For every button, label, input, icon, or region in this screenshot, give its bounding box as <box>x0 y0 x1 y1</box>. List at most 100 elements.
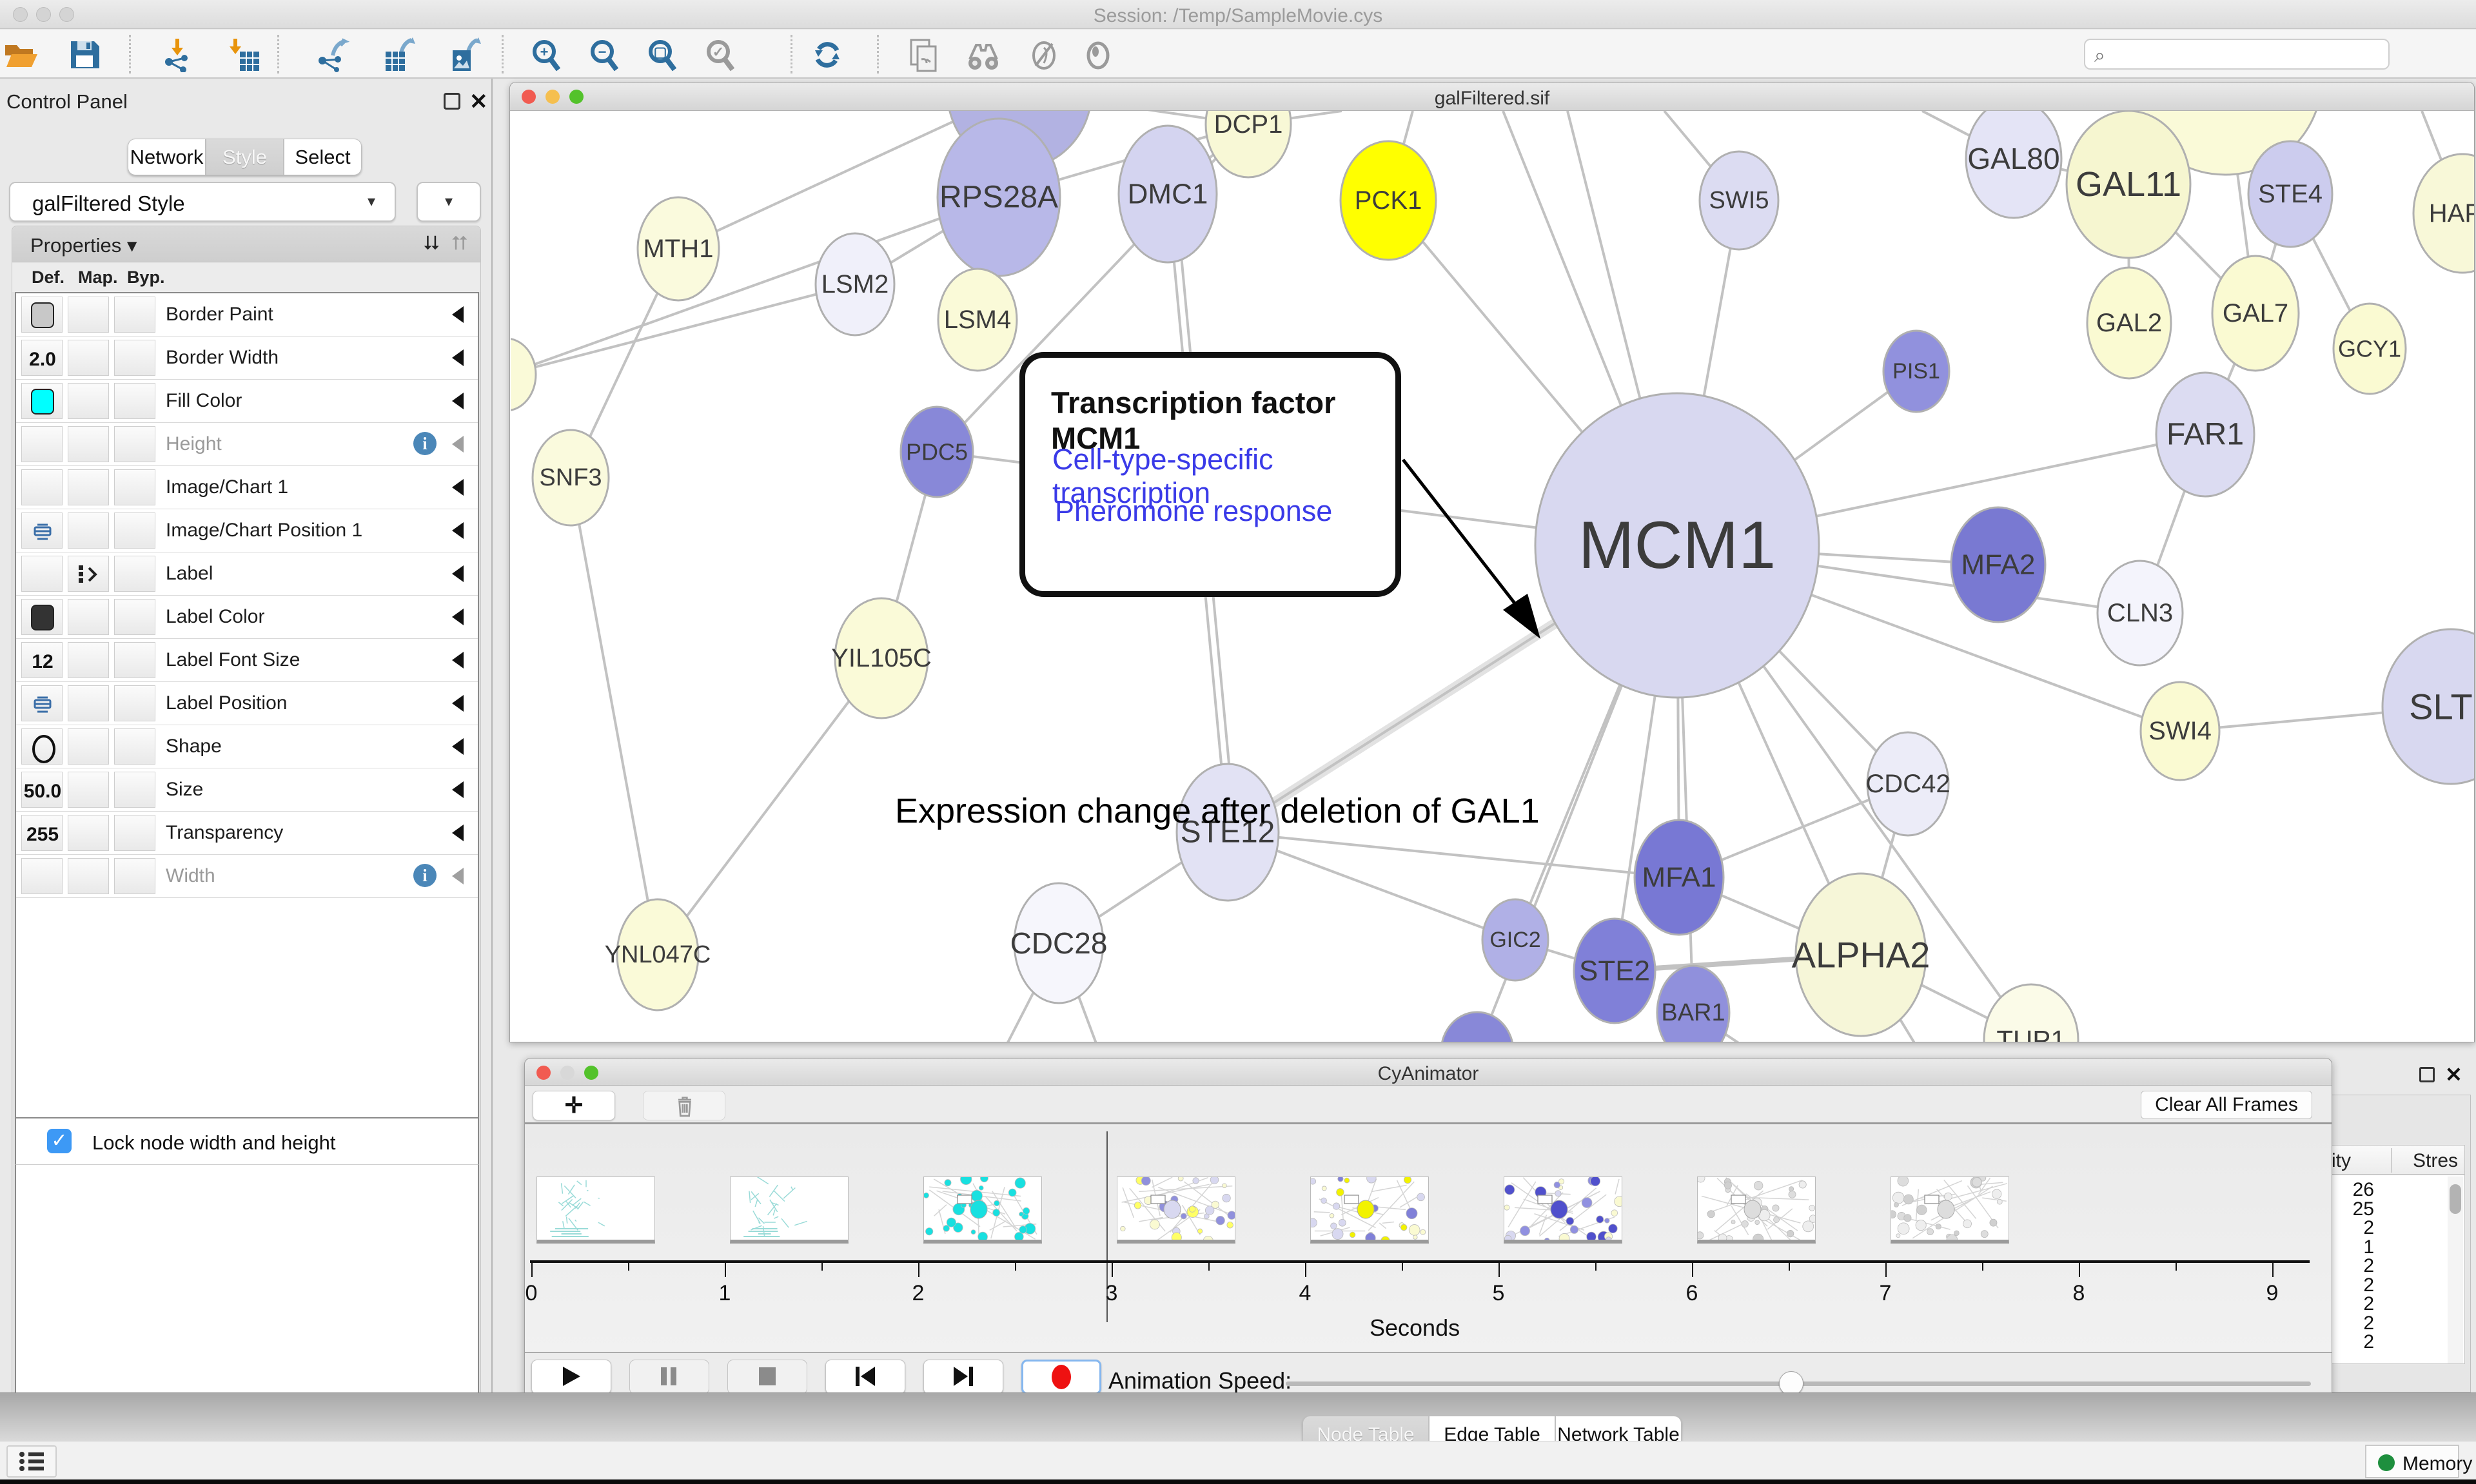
node-mcm1[interactable] <box>1534 392 1820 699</box>
node-lefty[interactable] <box>511 338 537 411</box>
binoculars-icon[interactable] <box>966 37 1001 72</box>
node-mfa2[interactable] <box>1950 506 2047 623</box>
skip-to-end-button[interactable] <box>923 1360 1003 1394</box>
node-yil105c[interactable] <box>834 597 929 719</box>
open-folder-icon[interactable] <box>4 37 39 72</box>
status-list-icon[interactable] <box>6 1445 57 1478</box>
node-gcy1[interactable] <box>2332 302 2407 395</box>
pause-button[interactable] <box>629 1360 709 1394</box>
stop-button[interactable] <box>727 1360 807 1394</box>
tab-style[interactable]: Style <box>206 139 284 175</box>
delete-frame-button[interactable] <box>643 1091 725 1120</box>
timeline-playhead[interactable] <box>1106 1131 1108 1322</box>
import-network-icon[interactable] <box>160 37 195 73</box>
collapse-all-icon[interactable]: ⮅ <box>452 233 467 254</box>
zoom-fit-icon[interactable]: ▢ <box>645 37 680 72</box>
frame-0s-thumbnail[interactable] <box>536 1176 655 1244</box>
float-window-icon[interactable] <box>444 93 460 110</box>
property-row-border-paint[interactable]: Border Paint <box>16 293 478 337</box>
table-scrollbar[interactable] <box>2448 1176 2463 1363</box>
property-row-label[interactable]: Label <box>16 552 478 596</box>
style-dropdown[interactable]: galFiltered Style ▾ <box>9 182 396 222</box>
node-gal7[interactable] <box>2211 255 2300 372</box>
node-tup1[interactable] <box>1983 983 2079 1042</box>
node-pis1[interactable] <box>1882 329 1950 413</box>
zoom-in-icon[interactable]: + <box>529 37 564 72</box>
node-ste4[interactable] <box>2247 140 2334 248</box>
node-pck1[interactable] <box>1339 140 1437 261</box>
tab-select[interactable]: Select <box>284 139 362 175</box>
property-row-shape[interactable]: Shape <box>16 725 478 768</box>
node-swi4[interactable] <box>2139 681 2221 781</box>
node-swi5[interactable] <box>1698 150 1780 251</box>
play-button[interactable] <box>531 1360 611 1394</box>
frame-1s-thumbnail[interactable] <box>730 1175 849 1244</box>
import-table-icon[interactable] <box>226 37 260 72</box>
close-traffic-light[interactable] <box>522 90 536 104</box>
zoom-selected-icon[interactable]: ✓ <box>703 37 738 72</box>
frame-5s-thumbnail[interactable] <box>1504 1175 1625 1244</box>
frame-4s-thumbnail[interactable] <box>1308 1173 1429 1245</box>
window-minimize-button[interactable] <box>36 7 51 22</box>
style-options-button[interactable]: ▾ <box>417 182 481 222</box>
frame-7s-thumbnail[interactable] <box>1888 1174 2009 1246</box>
node-cdc42[interactable] <box>1866 731 1950 837</box>
close-icon[interactable]: ✕ <box>469 90 488 114</box>
table-headers[interactable]: ity Stres <box>2323 1146 2464 1175</box>
save-icon[interactable] <box>67 37 102 72</box>
tab-network[interactable]: Network <box>128 139 206 175</box>
network-edge[interactable] <box>1227 831 1680 879</box>
add-frame-button[interactable]: ✛ <box>533 1091 615 1120</box>
export-network-icon[interactable] <box>315 37 350 72</box>
property-row-image-chart-1[interactable]: Image/Chart 1 <box>16 466 478 509</box>
property-row-label-position[interactable]: Label Position <box>16 682 478 725</box>
node-mth1[interactable] <box>636 196 720 302</box>
node-dcp1[interactable] <box>1204 111 1292 179</box>
search-input[interactable]: ⌕ <box>2084 39 2390 70</box>
window-zoom-button[interactable] <box>59 7 74 22</box>
node-cln3[interactable] <box>2096 560 2184 667</box>
hide-icon[interactable] <box>1027 37 1061 72</box>
export-table-icon[interactable] <box>382 37 417 72</box>
node-botp[interactable] <box>1441 1011 1513 1042</box>
node-ste2[interactable] <box>1573 917 1656 1024</box>
node-pdc5[interactable] <box>899 405 974 498</box>
record-button[interactable] <box>1021 1360 1101 1394</box>
node-ynl047c[interactable] <box>616 898 700 1011</box>
network-edge[interactable] <box>569 477 659 955</box>
zoom-out-icon[interactable]: − <box>587 37 622 72</box>
cyanimator-titlebar[interactable]: CyAnimator <box>525 1059 2332 1086</box>
close-traffic-light[interactable] <box>536 1066 551 1080</box>
node-gal11[interactable] <box>2065 111 2192 259</box>
export-image-icon[interactable] <box>447 37 482 72</box>
property-row-fill-color[interactable]: Fill Color <box>16 380 478 423</box>
zoom-traffic-light[interactable] <box>584 1066 598 1080</box>
node-mfa1[interactable] <box>1633 819 1725 936</box>
network-edge[interactable] <box>511 196 999 375</box>
properties-header[interactable]: Properties ▾ ⮇ ⮅ <box>12 226 480 262</box>
refresh-icon[interactable] <box>810 37 845 72</box>
float-window-icon[interactable] <box>2419 1067 2435 1082</box>
close-icon[interactable]: ✕ <box>2445 1063 2462 1086</box>
node-gal80[interactable] <box>1965 111 2063 219</box>
node-hap2[interactable] <box>2412 153 2474 274</box>
expand-all-icon[interactable]: ⮇ <box>424 233 439 254</box>
node-cdc28[interactable] <box>1013 882 1105 1004</box>
frame-6s-thumbnail[interactable] <box>1696 1173 1818 1245</box>
node-ste12[interactable] <box>1175 763 1280 902</box>
window-close-button[interactable] <box>13 7 28 22</box>
network-edge[interactable] <box>656 657 883 956</box>
node-lsm2[interactable] <box>814 232 896 337</box>
node-alpha2[interactable] <box>1794 872 1927 1037</box>
annotation-link-1[interactable]: Cell-type-specific transcription <box>1052 443 1273 509</box>
node-gic2[interactable] <box>1481 898 1549 982</box>
node-slt2[interactable] <box>2381 628 2474 785</box>
